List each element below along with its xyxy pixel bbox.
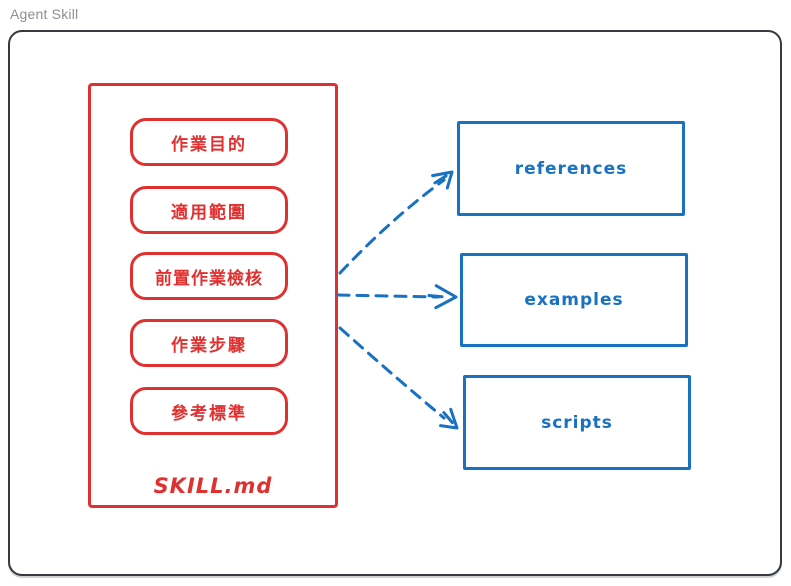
skill-file-caption: SKILL.md: [153, 474, 273, 498]
resource-node-references: references: [457, 121, 685, 216]
page-title: Agent Skill: [10, 6, 79, 22]
resource-node-examples: examples: [460, 253, 688, 347]
skill-section-purpose: 作業目的: [130, 118, 288, 166]
resource-node-scripts: scripts: [463, 375, 691, 470]
skill-section-scope: 適用範圍: [130, 186, 288, 234]
skill-section-criteria: 參考標準: [130, 387, 288, 435]
skill-section-steps: 作業步驟: [130, 319, 288, 367]
skill-section-precheck: 前置作業檢核: [130, 252, 288, 300]
